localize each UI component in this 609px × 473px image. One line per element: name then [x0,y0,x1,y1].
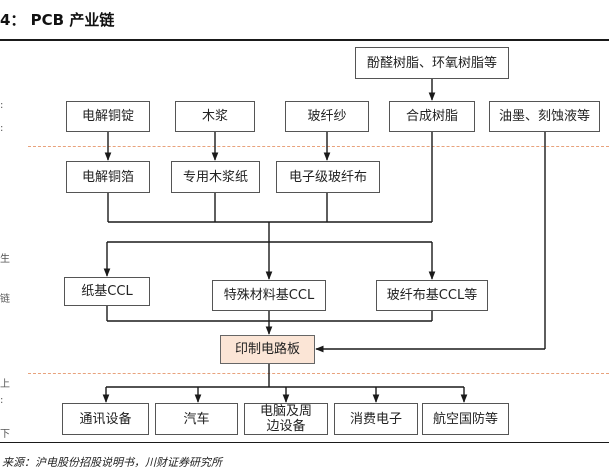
node-phenolic-epoxy-resin: 酚醛树脂、环氧树脂等 [355,47,509,79]
margin-mark: 生 [0,254,10,265]
node-pulp-paper: 专用木浆纸 [171,161,260,193]
node-label: 航空国防等 [432,411,498,427]
node-label: 电解铜锭 [81,109,134,124]
node-label: 电脑及周边设备 [259,404,312,434]
figure-title: 4： PCB 产业链 [0,11,115,29]
tier-separator-downstream [28,373,609,374]
node-label: 汽车 [183,411,210,427]
margin-mark: 下 [0,429,10,440]
node-glass-yarn: 玻纤纱 [285,101,369,132]
node-label: 特殊材料基CCL [223,288,315,303]
node-label: 纸基CCL [81,284,133,299]
node-pcb: 印制电路板 [220,335,315,364]
node-paper-ccl: 纸基CCL [64,277,150,306]
node-label: 合成树脂 [405,109,458,124]
node-label: 酚醛树脂、环氧树脂等 [366,55,497,71]
node-glass-cloth: 电子级玻纤布 [276,161,380,193]
margin-mark: 上 [0,379,10,390]
node-consumer: 消费电子 [334,403,418,435]
footer-rule [0,442,609,443]
node-label: 木浆 [201,109,228,124]
node-label: 通讯设备 [79,411,132,427]
margin-mark: 链 [0,294,10,305]
node-synthetic-resin: 合成树脂 [389,101,475,132]
header-rule [0,39,609,41]
node-aerospace: 航空国防等 [422,403,509,435]
node-computer: 电脑及周边设备 [244,403,328,435]
node-label: 专用木浆纸 [182,169,248,185]
node-copper-foil: 电解铜箔 [66,161,150,193]
node-wood-pulp: 木浆 [175,101,255,132]
margin-mark: : [0,100,4,111]
node-telecom: 通讯设备 [62,403,149,435]
node-label: 电解铜箔 [81,169,134,185]
figure-header: 4： PCB 产业链 [0,0,609,40]
node-special-ccl: 特殊材料基CCL [212,280,326,311]
node-label: 消费电子 [349,411,402,427]
tier-separator-upstream [28,146,609,147]
node-label: 电子级玻纤布 [288,169,367,185]
node-label: 玻纤纱 [307,109,347,124]
node-electrolytic-copper: 电解铜锭 [66,101,150,132]
margin-mark: : [0,123,4,134]
node-label: 玻纤布基CCL等 [386,288,478,303]
margin-mark: : [0,395,4,406]
node-ink-etchant: 油墨、刻蚀液等 [489,101,600,132]
node-label: 印制电路板 [234,342,300,357]
node-label: 油墨、刻蚀液等 [498,109,590,124]
node-glass-ccl: 玻纤布基CCL等 [376,280,488,311]
source-note: 来源：沪电股份招股说明书，川财证券研究所 [2,456,222,469]
node-automotive: 汽车 [155,403,238,435]
